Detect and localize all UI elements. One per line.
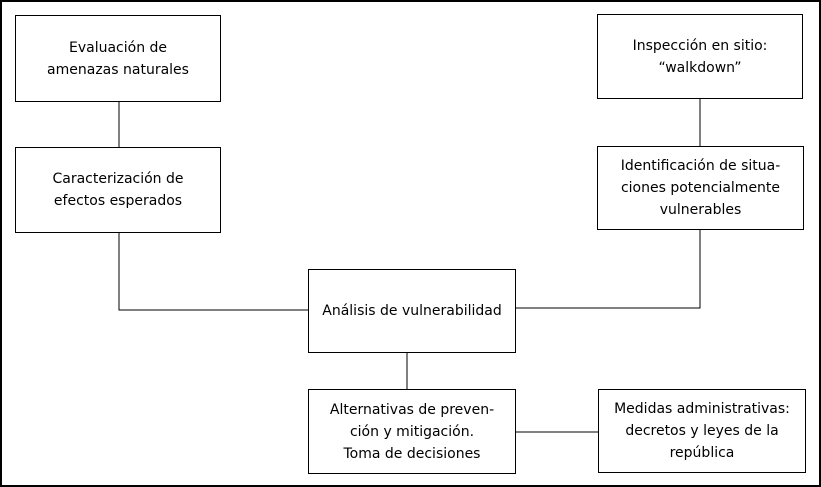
node-label: Identificación de situa- ciones potencia… — [620, 158, 781, 218]
node-label: Evaluación de amenazas naturales — [47, 39, 189, 78]
node-caracterizacion-efectos: Caracterización de efectos esperados — [15, 147, 221, 233]
connector-identificacion-analisis — [516, 230, 701, 309]
node-label: Medidas administrativas: decretos y leye… — [614, 401, 790, 461]
node-identificacion-situaciones: Identificación de situa- ciones potencia… — [597, 146, 804, 230]
node-label: Caracterización de efectos esperados — [52, 171, 184, 209]
node-evaluacion-amenazas: Evaluación de amenazas naturales — [15, 15, 221, 102]
connector-caracterizacion-analisis — [118, 233, 308, 311]
node-medidas-administrativas: Medidas administrativas: decretos y leye… — [598, 389, 806, 473]
node-analisis-vulnerabilidad: Análisis de vulnerabilidad — [308, 269, 516, 353]
node-label: Inspección en sitio: “walkdown” — [632, 37, 768, 76]
node-alternativas-prevencion: Alternativas de preven- ción y mitigació… — [308, 389, 516, 474]
node-inspeccion-sitio: Inspección en sitio: “walkdown” — [597, 14, 803, 99]
node-label: Alternativas de preven- ción y mitigació… — [329, 401, 495, 462]
node-label: Análisis de vulnerabilidad — [322, 303, 502, 319]
